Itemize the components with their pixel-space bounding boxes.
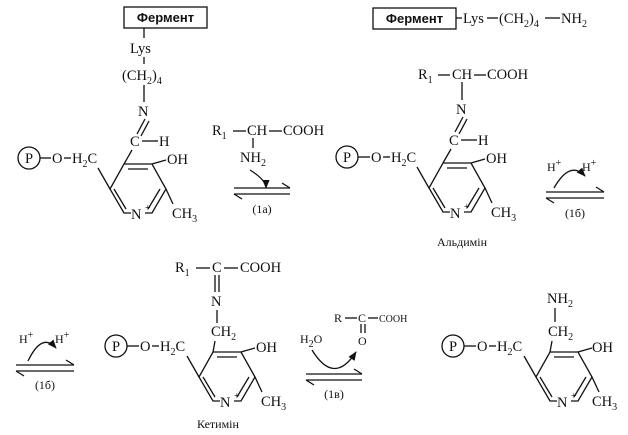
imine-carbon: C [130,134,140,150]
step-1b-label-right: (1б) [565,206,585,220]
o-keto: O [358,334,367,348]
ch2-4-chain-2: (CH2)4 [499,11,539,30]
methyl-1: CH3 [172,206,197,225]
amino-acid-substrate: R1 CH COOH NH2 [212,123,325,169]
alpha-ch-ald: CH [452,67,473,83]
imine-nitrogen: N [138,104,149,120]
lys-label: Lys [130,41,151,57]
alpha-c-ket: C [212,260,222,276]
h2c-1: H2C [72,151,97,170]
r1-ket: R1 [175,260,190,279]
methyl-ket: CH3 [261,394,286,413]
c-keto: C [358,311,366,325]
phosphate-circle-ket [104,334,128,358]
equilibrium-arrow-1a: (1a) [233,169,291,216]
lys-label-2: Lys [463,11,484,27]
step-1b-label-left: (1б) [35,378,55,392]
ring-n-charge-1: + [145,203,151,214]
hplus-2: H+ [582,158,597,174]
r1-label: R1 [212,123,227,142]
amino-group: NH2 [240,150,266,169]
enzyme-label: Фермент [137,10,194,25]
h2c-ald: H2C [391,150,416,169]
step-1v-label: (1в) [324,387,344,401]
ring-n-charge-ket: + [234,391,240,402]
hplus-4: H+ [55,330,70,346]
hplus-1: H+ [547,158,562,174]
ring-n-pmp: N [557,395,568,411]
aldimine-name: Альдимін [437,235,488,249]
h2c-ket: H2C [160,339,185,358]
oxygen-ket: O [140,339,150,355]
ring-n-charge-ald: + [464,202,470,213]
pyridoxamine-structure: NH2 CH2 OH CH3 N + H2C O P [441,291,617,413]
oxygen-1: O [52,151,62,167]
r-keto: R [334,311,342,325]
methyl-pmp: CH3 [592,394,617,413]
water: H2O [300,332,323,350]
hydroxyl-1: OH [167,152,188,168]
imine-c-ald: C [449,133,459,149]
h2c-pmp: H2C [497,339,522,358]
imine-n-ald: N [456,102,467,118]
enzyme-label-2: Фермент [386,11,443,26]
oxygen-pmp: O [477,339,487,355]
phosphate-label-ald: P [343,150,351,166]
phosphate-circle-1 [17,146,41,170]
oxygen-ald: O [371,150,381,166]
enzyme-plp-structure: Фермент Lys (CH2)4 N C H OH CH3 N + H2C … [17,6,208,225]
r1-ald: R1 [418,67,433,86]
phosphate-label-pmp: P [449,339,457,355]
enzyme-box [123,6,208,29]
ch2-ket: CH2 [211,324,236,343]
hydroxyl-ket: OH [256,340,277,356]
imine-hydrogen: H [159,134,170,150]
keto-acid-product: R C COOH O [334,311,407,348]
equilibrium-arrow-1b-right: H+ H+ (1б) [545,158,605,220]
equilibrium-arrow-1v: H2O (1в) [300,332,363,401]
cooh-keto: COOH [379,314,407,325]
cooh-ald: COOH [487,67,529,83]
hydroxyl-pmp: OH [592,340,613,356]
ketimine-name: Кетимін [197,417,239,431]
step-1a-label: (1a) [252,202,271,216]
equilibrium-arrow-1b-left: H+ H+ (1б) [15,330,75,392]
hplus-3: H+ [19,330,34,346]
ch2-pmp: CH2 [548,324,573,343]
methyl-ald: CH3 [491,205,516,224]
phosphate-circle-pmp [441,334,465,358]
phosphate-label-ket: P [112,339,120,355]
ketimine-structure: R1 C COOH N CH2 OH CH3 N + H2C O P Кетим… [104,260,286,431]
ch2-4-chain: (CH2)4 [122,68,162,87]
ring-n-ald: N [450,206,461,222]
ring-n-ket: N [220,395,231,411]
nh2-terminal: NH2 [561,11,587,30]
cooh-ket: COOH [240,260,282,276]
nh2-pmp: NH2 [547,291,573,310]
phosphate-label-1: P [25,151,33,167]
hydroxyl-ald: OH [486,151,507,167]
alpha-ch: CH [247,123,268,139]
phosphate-circle-ald [335,145,359,169]
aldimine-structure: R1 CH COOH N C H OH CH3 N + H2C O P Альд… [335,67,529,249]
ring-nitrogen-1: N [131,207,142,223]
released-enzyme: Фермент Lys (CH2)4 NH2 [372,7,587,30]
imine-n-ket: N [211,294,222,310]
ring-n-charge-pmp: + [571,391,577,402]
imine-h-ald: H [478,133,489,149]
cooh-1: COOH [283,123,325,139]
